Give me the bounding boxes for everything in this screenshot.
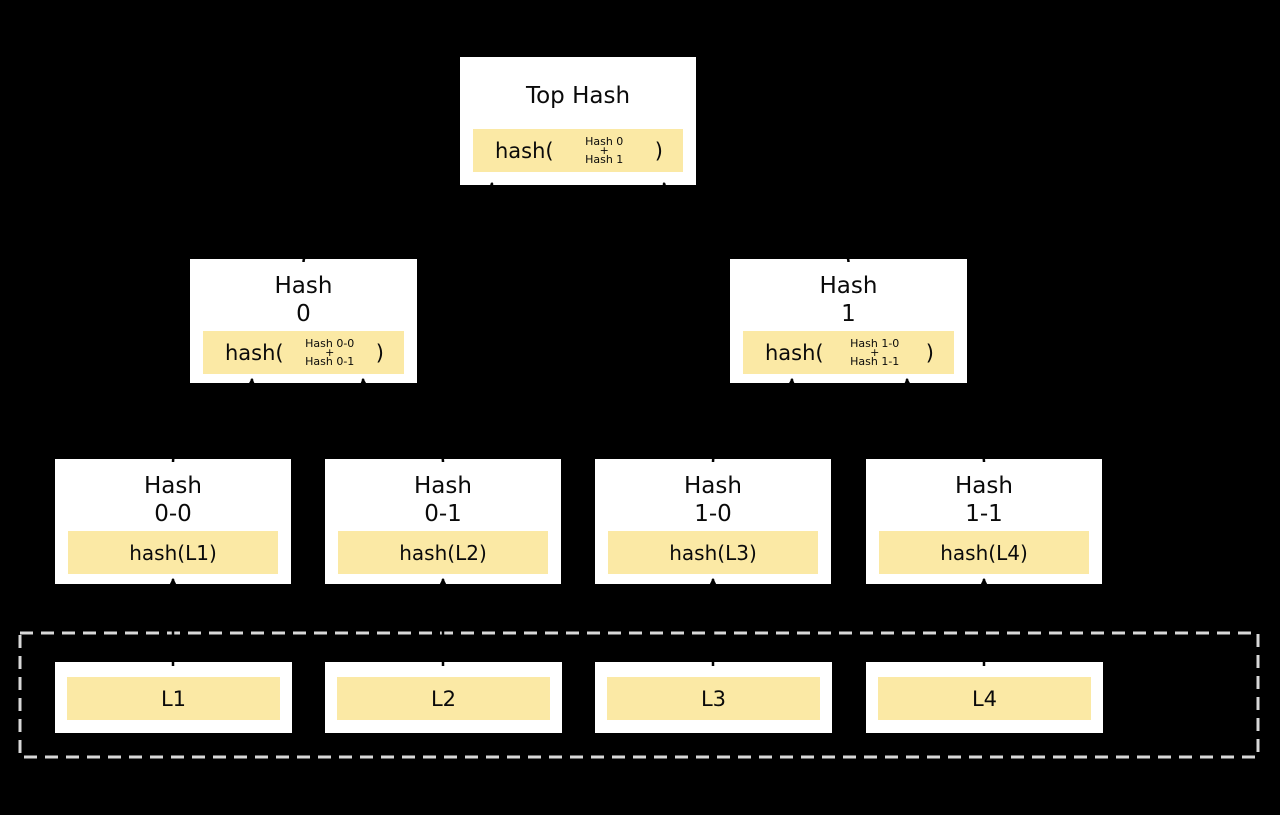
data-block-l1: L1 [55, 662, 292, 733]
hash-close: ) [925, 340, 934, 365]
operand-b: Hash 1 [585, 153, 624, 166]
plus-operator: + [599, 144, 609, 157]
operand-a: Hash 0 [585, 135, 624, 148]
arrow-hash-0-1-to-hash-0 [357, 377, 445, 463]
node-title: Hash 0-1 [325, 459, 561, 528]
node-hash-0: Hash 0 hash( Hash 0-0 + Hash 0-1 ) [190, 259, 417, 383]
operand-b: Hash 1-1 [850, 355, 900, 368]
node-title-line2: 1-1 [965, 501, 1003, 527]
node-top-hash: Top Hash hash( Hash 0 + Hash 1 ) [460, 57, 696, 185]
node-title-line1: Hash [819, 273, 878, 299]
node-hash-1-1: Hash 1-1 hash(L4) [866, 459, 1102, 584]
hash-value: hash(L2) [338, 531, 548, 574]
node-title: Hash 1-1 [866, 459, 1102, 528]
hash-value: hash(L3) [608, 531, 818, 574]
arrow-hash-0-0-to-hash-0 [171, 377, 258, 463]
node-hash-1: Hash 1 hash( Hash 1-0 + Hash 1-1 ) [730, 259, 967, 383]
hash-expression: hash( Hash 0 + Hash 1 ) [473, 129, 683, 172]
node-hash-0-0: Hash 0-0 hash(L1) [55, 459, 291, 584]
hash-open: hash( [765, 340, 824, 365]
node-title: Hash 1 [730, 259, 967, 328]
hash-value: hash(L1) [68, 531, 278, 574]
node-title-line1: Hash [144, 473, 202, 499]
hash-close: ) [375, 340, 384, 365]
node-title: Top Hash [460, 57, 696, 110]
operand-stack: Hash 0 + Hash 1 [554, 135, 655, 166]
node-title-line2: 0-0 [154, 501, 192, 527]
arrow-hash-1-to-top-hash [658, 181, 850, 263]
plus-operator: + [325, 346, 335, 359]
node-title: Hash 0-0 [55, 459, 291, 528]
plus-operator: + [870, 346, 880, 359]
node-title-line2: 0-1 [424, 501, 462, 527]
data-block-l2: L2 [325, 662, 562, 733]
hash-expression: hash( Hash 0-0 + Hash 0-1 ) [203, 331, 404, 374]
node-title-line1: Hash [274, 273, 333, 299]
data-block-label: L1 [67, 677, 280, 720]
data-block-label: L4 [878, 677, 1091, 720]
operand-a: Hash 1-0 [850, 337, 900, 350]
node-title-text: Top Hash [525, 83, 631, 109]
hash-expression: hash( Hash 1-0 + Hash 1-1 ) [743, 331, 954, 374]
node-title: Hash 1-0 [595, 459, 831, 528]
data-block-label: L2 [337, 677, 550, 720]
operand-stack: Hash 1-0 + Hash 1-1 [824, 337, 926, 368]
node-title-line2: 0 [296, 301, 311, 327]
arrow-hash-1-0-to-hash-1 [711, 377, 798, 463]
data-block-l4: L4 [866, 662, 1103, 733]
operand-a: Hash 0-0 [305, 337, 355, 350]
data-block-l3: L3 [595, 662, 832, 733]
data-block-label: L3 [607, 677, 820, 720]
node-title-line1: Hash [955, 473, 1013, 499]
node-title-line1: Hash [684, 473, 742, 499]
node-title-line2: 1 [841, 301, 856, 327]
operand-stack: Hash 0-0 + Hash 0-1 [284, 337, 376, 368]
node-hash-1-0: Hash 1-0 hash(L3) [595, 459, 831, 584]
node-title-line1: Hash [414, 473, 472, 499]
node-title: Hash 0 [190, 259, 417, 328]
node-hash-0-1: Hash 0-1 hash(L2) [325, 459, 561, 584]
hash-open: hash( [225, 340, 284, 365]
operand-b: Hash 0-1 [305, 355, 355, 368]
node-title-line2: 1-0 [694, 501, 732, 527]
hash-close: ) [654, 138, 663, 163]
hash-open: hash( [495, 138, 554, 163]
arrow-hash-1-1-to-hash-1 [901, 377, 986, 463]
arrow-hash-0-to-top-hash [302, 181, 498, 263]
hash-value: hash(L4) [879, 531, 1089, 574]
